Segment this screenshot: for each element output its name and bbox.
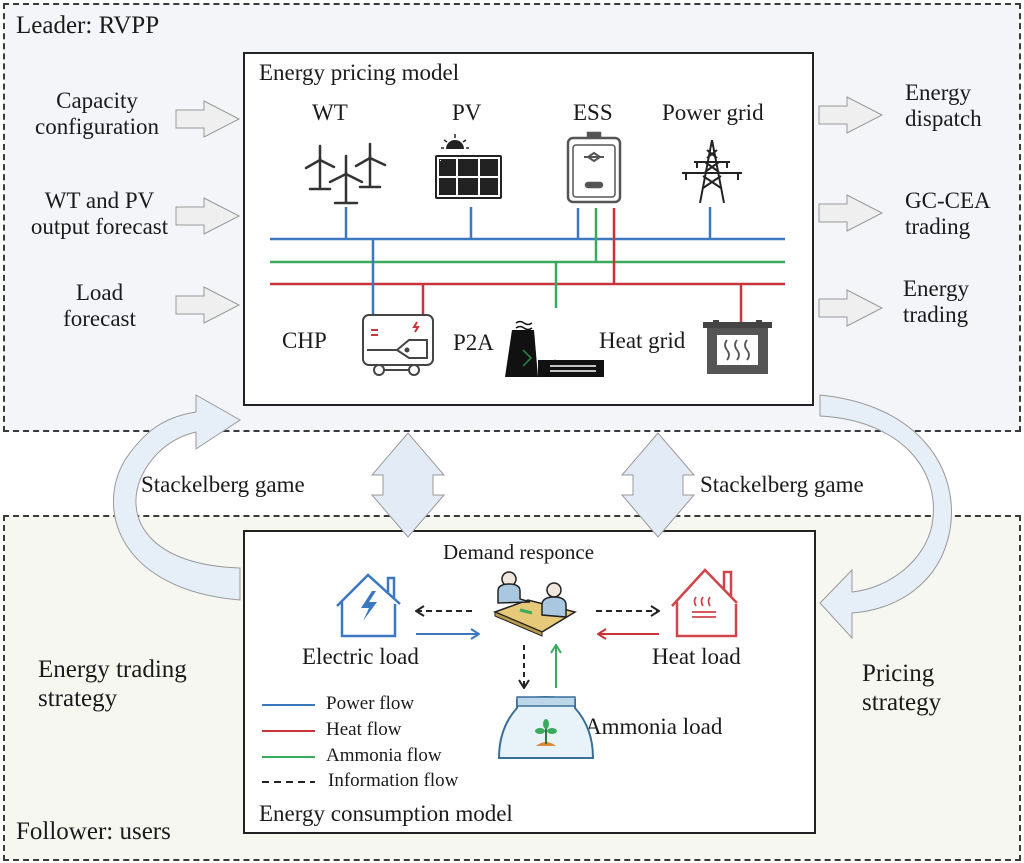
curved-arrows [112,394,952,640]
block-arrow-icon [175,100,241,138]
energy-trading-strategy-label: Energy trading strategy [38,656,187,714]
output-line: trading [903,302,969,328]
input-line: configuration [35,114,159,140]
stackelberg-game-left: Stackelberg game [141,472,305,497]
energy-consumption-model-title: Energy consumption model [259,801,513,826]
output-energy-dispatch: Energy dispatch [905,80,982,133]
power-grid-label: Power grid [662,100,764,125]
bus-lines [270,207,785,322]
input-load-forecast: Load forecast [12,280,187,333]
output-line: Energy [905,80,972,105]
legend-power-flow: Power flow [326,693,415,714]
transmission-tower-icon [682,139,742,204]
leader-title: Leader: RVPP [16,12,160,39]
output-arrows [818,96,884,327]
input-line: forecast [63,306,136,332]
pricing-strategy-label: Pricing strategy [862,660,941,718]
block-arrow-icon [818,194,884,232]
strategy-line: strategy [862,688,942,716]
p2a-label: P2A [453,330,494,355]
double-arrow-icon [370,432,446,538]
heat-load-house-icon [671,568,738,638]
output-line: GC-CEA [905,188,991,213]
output-line: dispatch [905,106,982,132]
input-line: Load [75,280,124,305]
pricing-curved-arrow [819,394,952,640]
follower-title: Follower: users [16,818,171,845]
output-line: trading [905,214,971,240]
block-arrow-icon [175,197,241,235]
electric-load-house-icon [336,573,401,638]
energy-pricing-model-title: Energy pricing model [259,60,460,85]
legend-lines [262,704,315,783]
strategy-line: Pricing [862,660,935,687]
ammonia-fertilizer-bag-icon [497,696,595,759]
block-arrow-icon [175,286,241,324]
p2a-factory-icon [505,320,604,377]
input-capacity-configuration: Capacity configuration [12,88,182,141]
block-arrow-icon [818,96,884,134]
input-line: WT and PV [44,188,155,213]
battery-storage-icon [566,131,622,204]
strategy-line: strategy [38,684,118,712]
heat-grid-icon [703,320,772,374]
stackelberg-arrows [370,432,696,538]
output-line: Energy [903,276,970,301]
demand-response-label: Demand responce [443,540,595,564]
input-arrows [175,100,241,324]
pv-label: PV [452,100,482,125]
consumption-flows [416,611,659,688]
legend-ammonia-flow: Ammonia flow [326,745,442,766]
output-gc-cea-trading: GC-CEA trading [905,188,991,241]
chp-generator-icon [362,314,434,376]
input-wt-pv-forecast: WT and PV output forecast [12,188,187,241]
double-arrow-icon [620,432,696,538]
chp-label: CHP [282,328,327,353]
legend-information-flow: Information flow [328,770,459,791]
demand-response-meeting-icon [492,571,577,637]
energy-trading-curved-arrow [112,394,241,601]
wind-turbine-icon [304,142,387,205]
heat-grid-label: Heat grid [599,328,686,353]
ess-label: ESS [573,100,613,125]
legend-heat-flow: Heat flow [326,719,402,740]
input-line: output forecast [30,214,169,240]
input-line: Capacity [56,88,138,113]
stackelberg-game-right: Stackelberg game [700,472,864,497]
wt-label: WT [312,100,348,125]
electric-load-label: Electric load [302,644,419,669]
strategy-line: Energy trading [38,656,187,683]
output-energy-trading: Energy trading [903,276,969,329]
ammonia-load-label: Ammonia load [585,714,723,739]
heat-load-label: Heat load [652,644,741,669]
block-arrow-icon [818,289,884,327]
solar-panel-icon [435,134,502,199]
